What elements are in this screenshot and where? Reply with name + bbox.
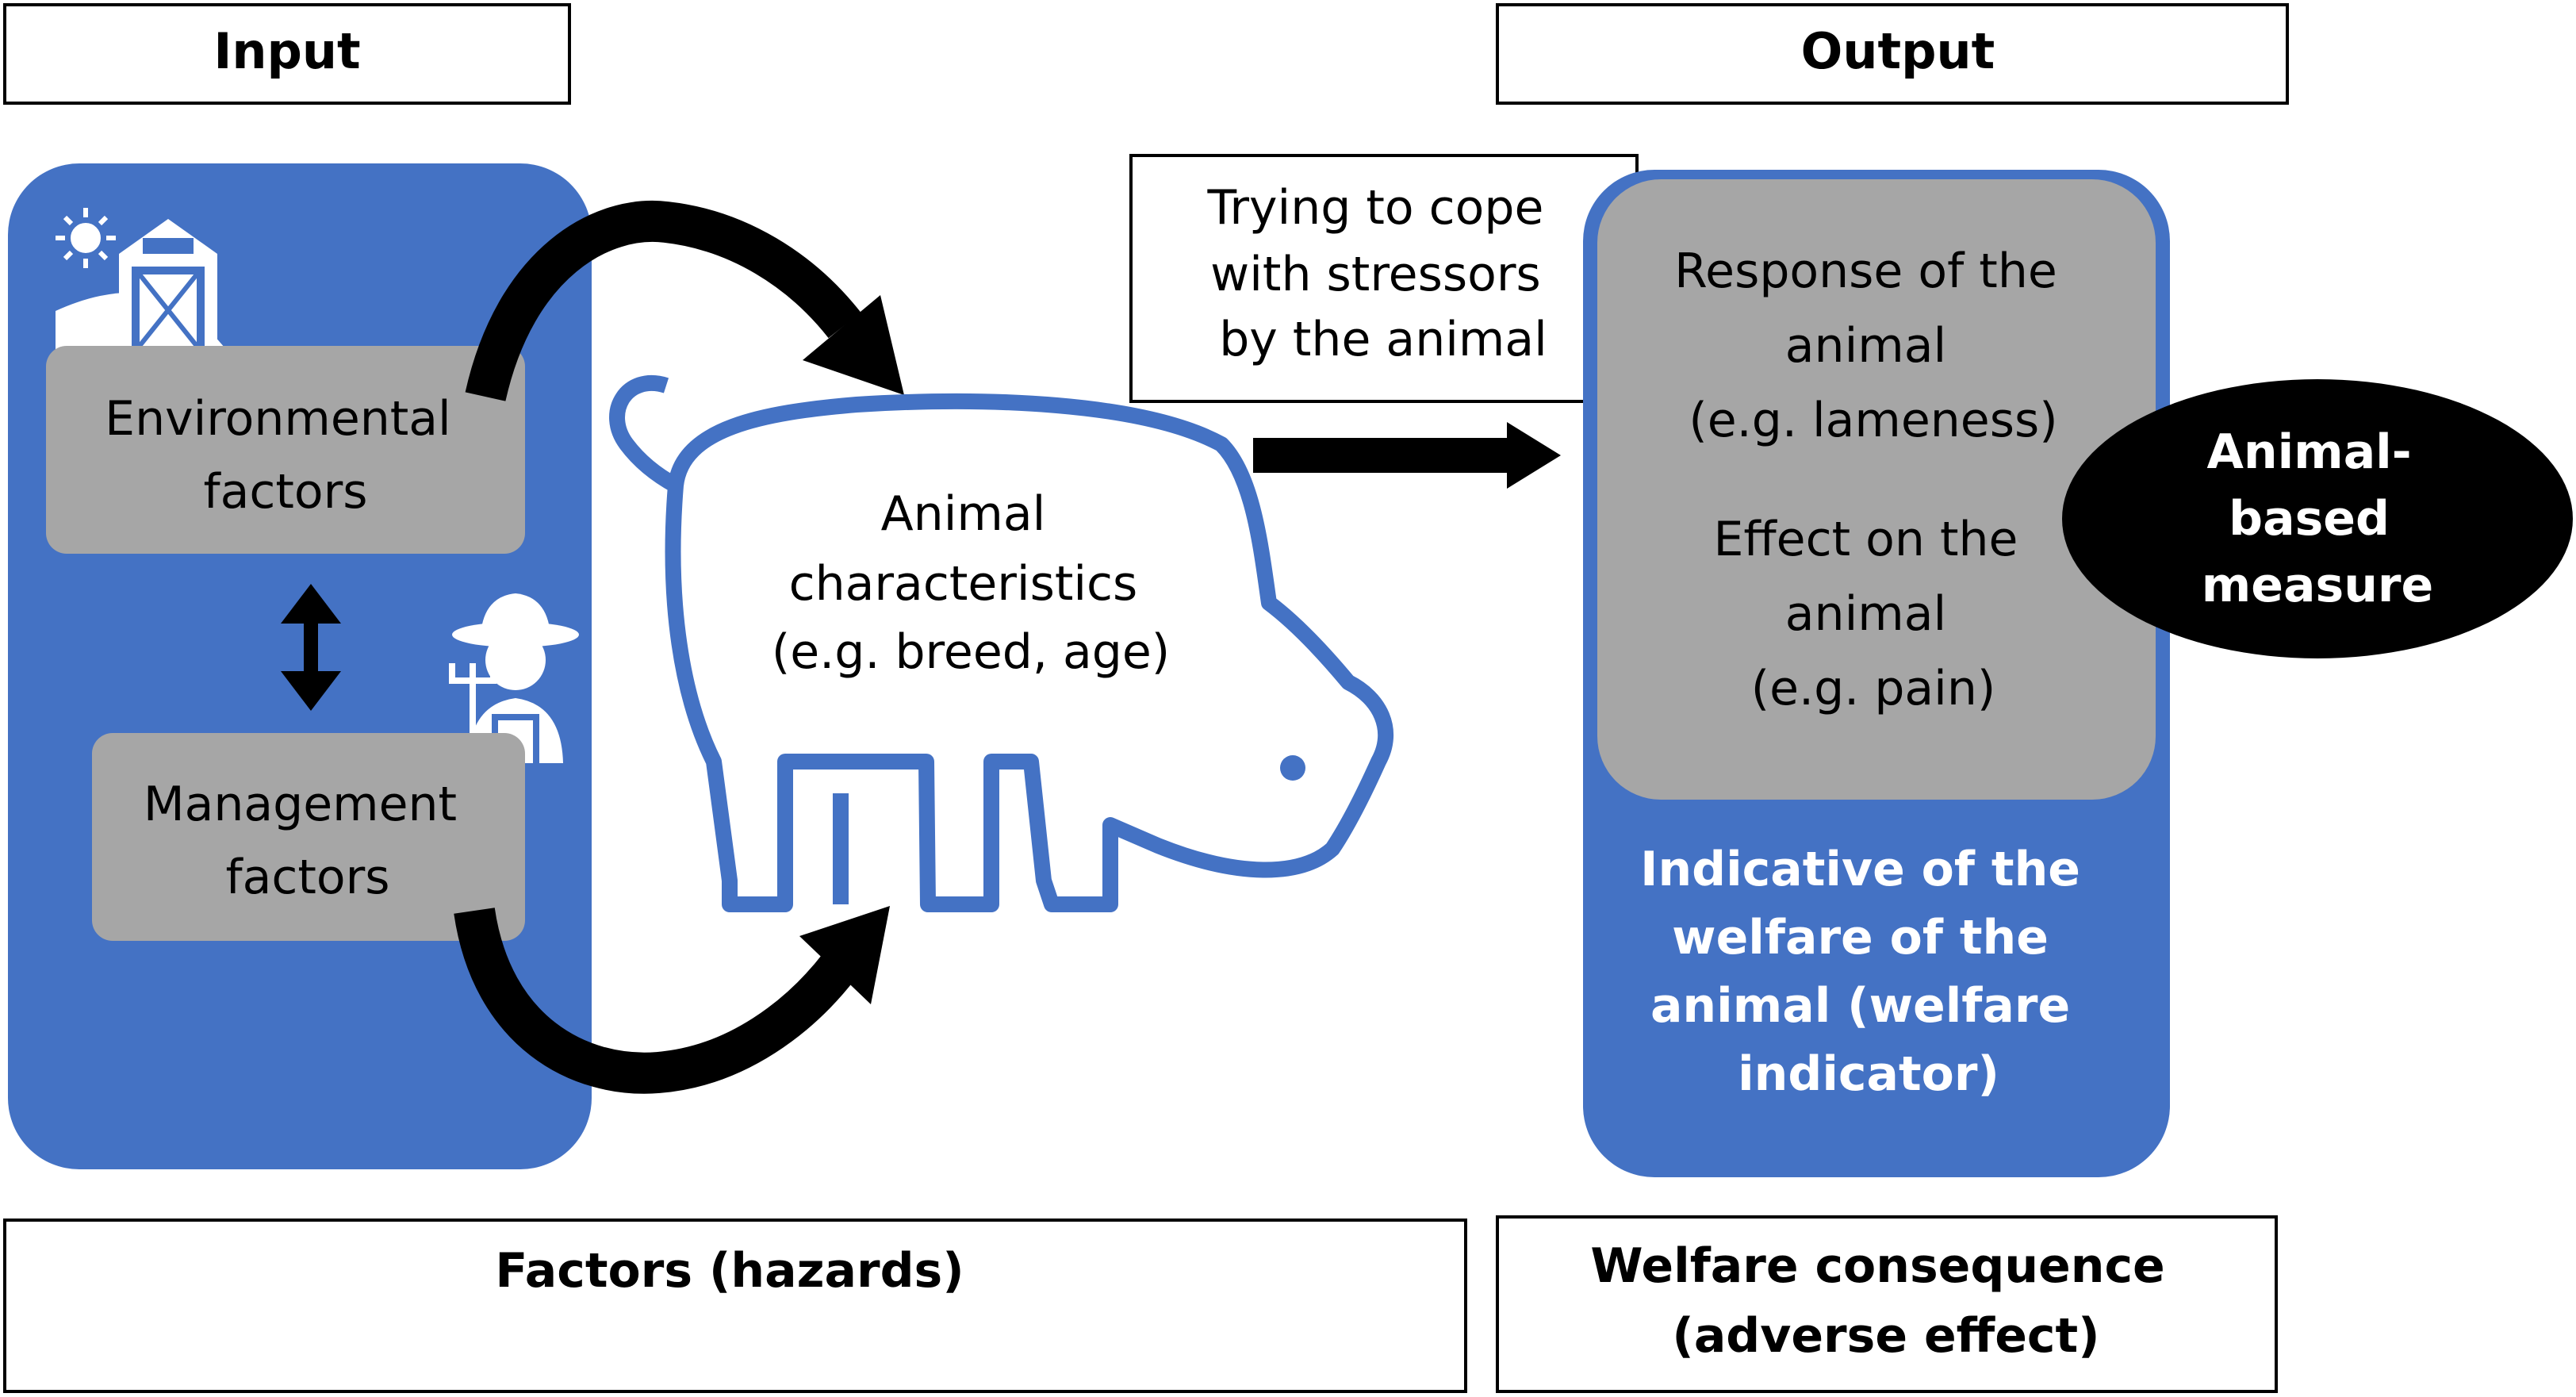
double-arrow-vertical — [281, 584, 341, 711]
factors-footer: Factors (hazards) — [3, 1219, 1467, 1393]
curved-arrow-environment-to-animal — [465, 201, 904, 401]
animal-characteristics-label: Animal characteristics (e.g. breed, age) — [772, 486, 1170, 680]
curved-arrow-management-to-animal — [454, 906, 890, 1094]
input-header: Input — [3, 3, 571, 105]
coping-label: Trying to cope with stressors by the ani… — [1207, 180, 1559, 367]
environmental-factors-box: Environmental factors — [46, 346, 525, 554]
pig-outline-icon — [609, 375, 1393, 912]
arrow-animal-to-output — [1253, 422, 1561, 489]
effect-label: Effect on the animal (e.g. pain) — [1713, 512, 2033, 716]
barn-icon — [56, 219, 230, 354]
management-factors-label: Management factors — [144, 777, 472, 905]
farmer-icon — [452, 593, 579, 763]
output-label: Output — [1801, 22, 1995, 80]
environmental-factors-label: Environmental factors — [105, 391, 466, 520]
management-factors-box: Management factors — [92, 733, 525, 941]
welfare-consequence-footer: Welfare consequence (adverse effect) — [1496, 1215, 2278, 1393]
output-gray-box: Response of the animal (e.g. lameness) E… — [1597, 179, 2156, 800]
sun-icon — [56, 208, 116, 268]
input-label: Input — [213, 22, 360, 80]
welfare-consequence-label: Welfare consequence (adverse effect) — [1590, 1238, 2181, 1364]
pig-eye — [1280, 755, 1305, 781]
output-header: Output — [1496, 3, 2289, 105]
indicative-label: Indicative of the welfare of the animal … — [1640, 842, 2097, 1102]
coping-box: Trying to cope with stressors by the ani… — [1129, 154, 1639, 403]
response-label: Response of the animal (e.g. lameness) — [1674, 244, 2072, 448]
factors-label: Factors (hazards) — [495, 1243, 964, 1299]
animal-based-measure: Animal- based measure — [2062, 379, 2573, 658]
animal-based-measure-label: Animal- based measure — [2202, 424, 2433, 613]
